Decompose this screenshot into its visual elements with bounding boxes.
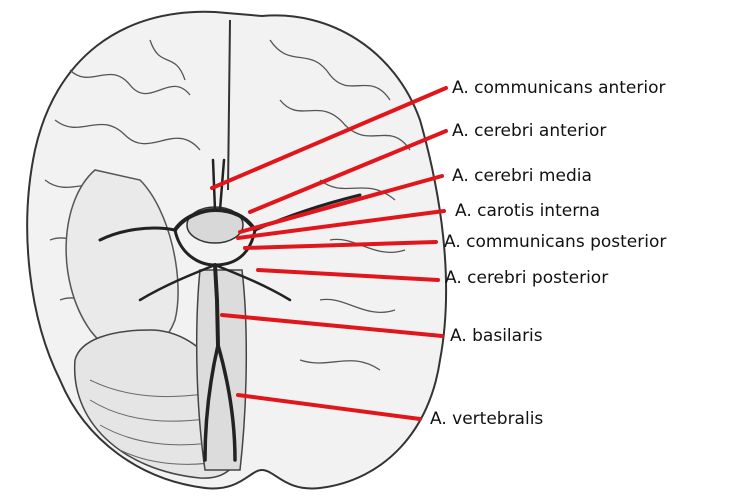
label-vertebralis: A. vertebralis xyxy=(430,409,543,429)
label-cerebri-media: A. cerebri media xyxy=(452,166,592,186)
label-communicans-anterior: A. communicans anterior xyxy=(452,78,666,98)
pointer-communicans-anterior xyxy=(212,88,446,188)
pointer-basilaris xyxy=(222,315,442,336)
label-cerebri-posterior: A. cerebri posterior xyxy=(445,268,608,288)
pointer-vertebralis xyxy=(238,395,420,419)
label-communicans-posterior: A. communicans posterior xyxy=(444,232,666,252)
pointer-cerebri-posterior xyxy=(258,270,438,280)
label-basilaris: A. basilaris xyxy=(450,326,543,346)
label-cerebri-anterior: A. cerebri anterior xyxy=(452,121,606,141)
pointer-communicans-posterior xyxy=(245,242,436,248)
label-carotis-interna: A. carotis interna xyxy=(455,201,600,221)
pointer-cerebri-anterior xyxy=(250,131,446,212)
